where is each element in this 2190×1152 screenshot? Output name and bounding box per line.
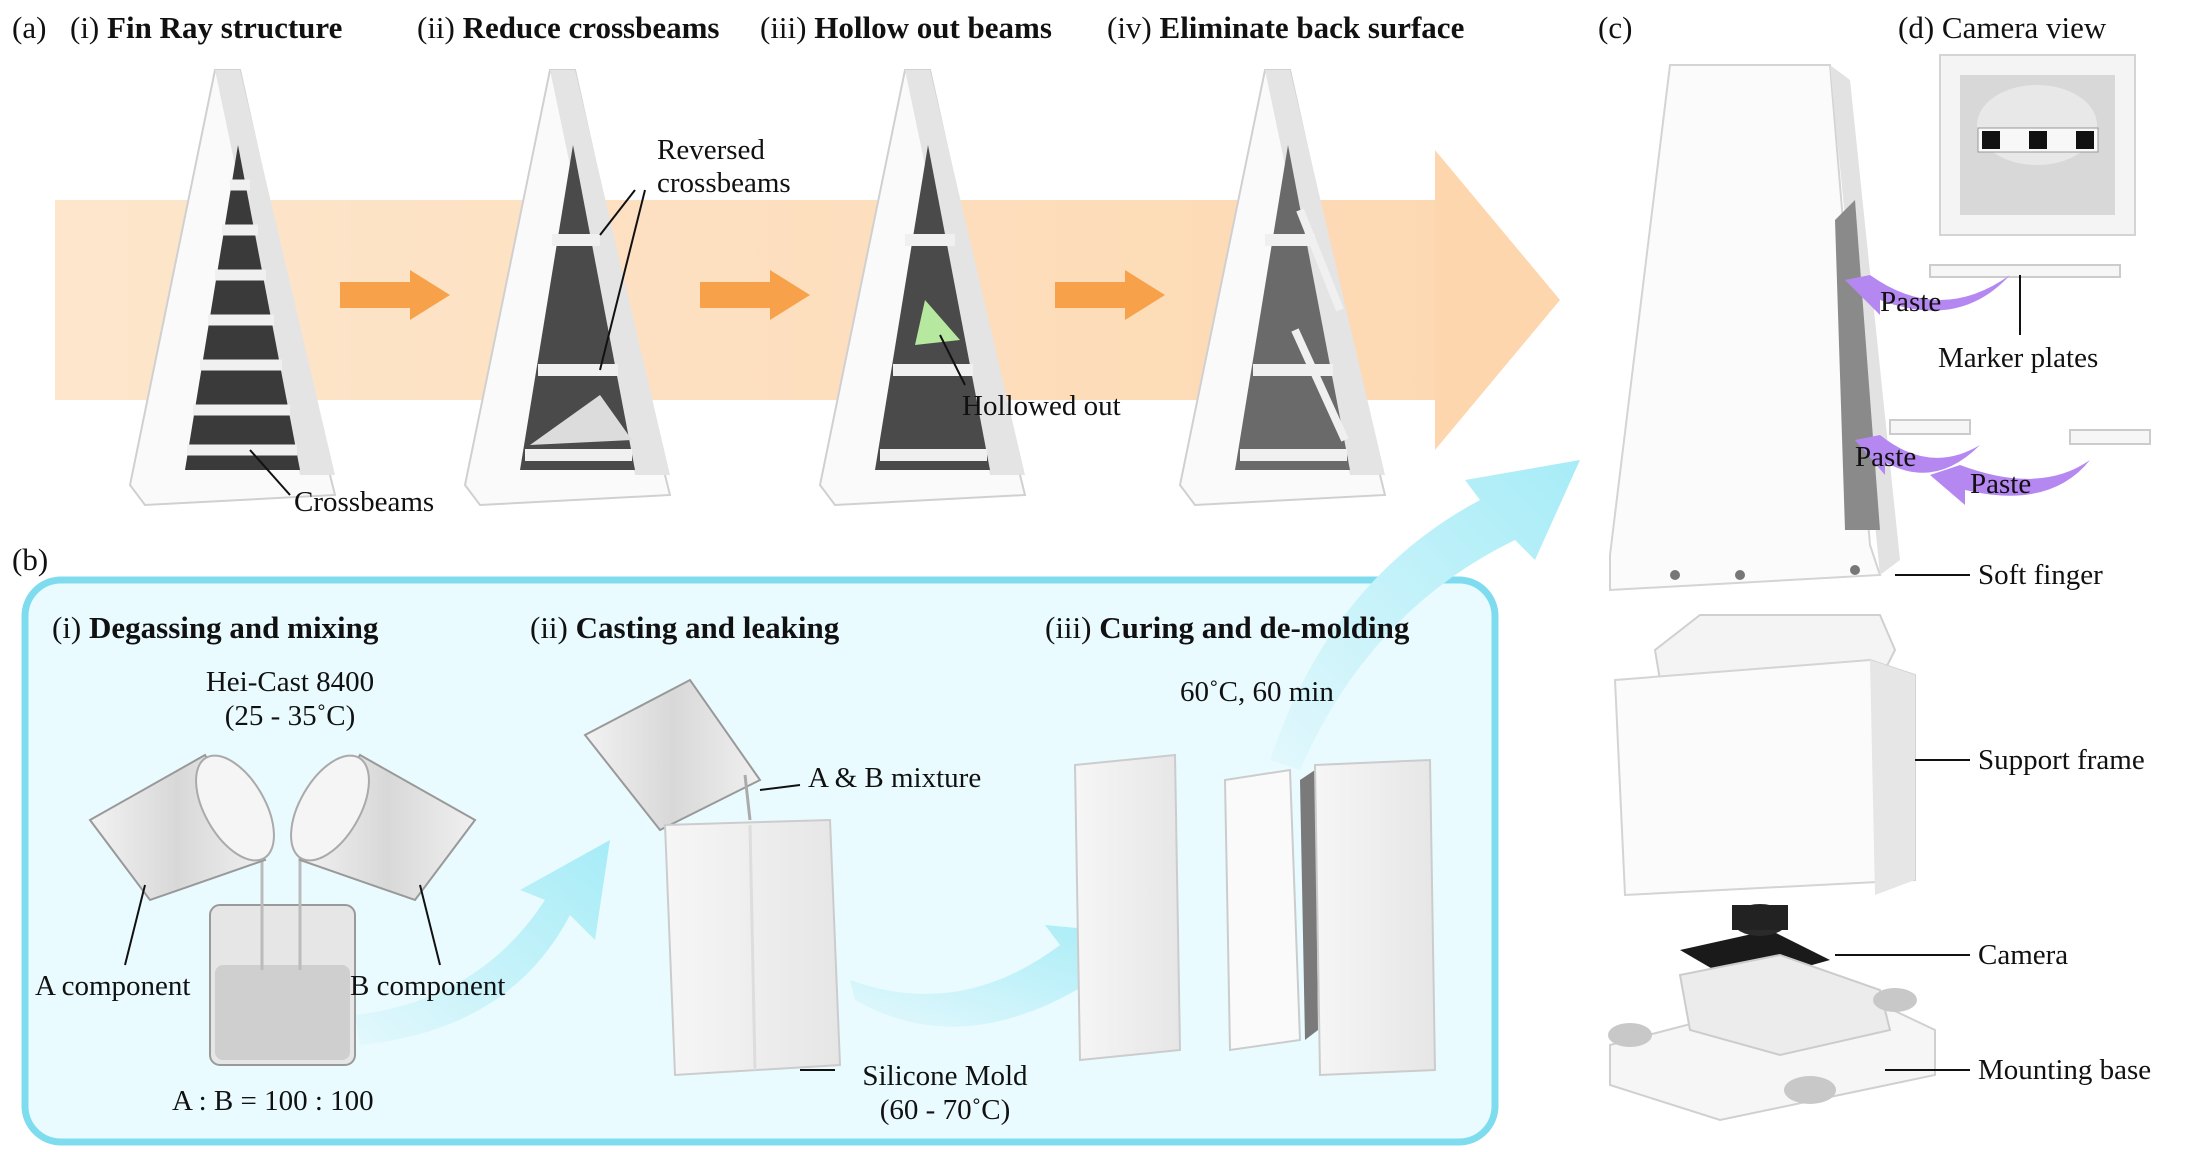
cyan-arrow [1270, 460, 1580, 770]
step-number: (iii) [1045, 610, 1092, 645]
step-title: Eliminate back surface [1159, 10, 1465, 45]
leader-lines-b2 [759, 784, 835, 1071]
cup-a [88, 753, 275, 902]
panel-b-tag: (b) [12, 542, 49, 577]
marker-plate [1889, 419, 1971, 435]
fin-ray-open-back [1178, 69, 1387, 507]
step-b2-heading: (ii) Casting and leaking [530, 612, 839, 643]
leader-lines-b1 [124, 884, 441, 966]
marker-plates-label: Marker plates [1938, 342, 2099, 374]
cup-b [290, 753, 477, 902]
pouring-cup [583, 678, 762, 832]
paste-label: Paste [1880, 286, 1942, 318]
reversed-crossbeams-label-1: Reversed [657, 134, 765, 166]
fin-ray-hollowed [818, 69, 1027, 507]
step-number: (iii) [760, 10, 807, 45]
support-frame [1613, 614, 1916, 897]
step-title: Curing and de-molding [1099, 610, 1410, 645]
hollowed-out-label: Hollowed out [962, 390, 1121, 422]
step-a3-heading: (iii) Hollow out beams [760, 12, 1052, 43]
step-a1-heading: (i) Fin Ray structure [70, 12, 342, 43]
reversed-crossbeams-label-2: crossbeams [657, 167, 791, 199]
fin-ray-reduced [463, 69, 672, 507]
step-title: Casting and leaking [575, 610, 840, 645]
leader-lines-c [1835, 275, 2021, 1071]
step-b1-heading: (i) Degassing and mixing [52, 612, 378, 643]
soft-finger-label: Soft finger [1978, 559, 2103, 591]
paste-label: Paste [1855, 441, 1917, 473]
support-frame-label: Support frame [1978, 744, 2145, 776]
mold-temperature: (60 - 70˚C) [879, 1094, 1011, 1126]
step-a4-heading: (iv) Eliminate back surface [1107, 12, 1464, 43]
material-name: Hei-Cast 8400 [205, 666, 375, 698]
step-b3-heading: (iii) Curing and de-molding [1045, 612, 1409, 643]
marker-plate [2069, 429, 2151, 445]
leader-lines-a [249, 189, 966, 496]
step-title: Hollow out beams [814, 10, 1052, 45]
curing-condition: 60˚C, 60 min [1180, 676, 1334, 708]
step-number: (ii) [417, 10, 455, 45]
fin-ray-full [128, 69, 337, 507]
crossbeams-label: Crossbeams [294, 486, 435, 518]
step-title: Fin Ray structure [107, 10, 343, 45]
camera-view-title: Camera view [1941, 10, 2107, 45]
silicone-mold [663, 818, 842, 1077]
step-arrow [1055, 270, 1165, 320]
opened-mold [1073, 753, 1437, 1077]
step-number: (ii) [530, 610, 568, 645]
b-component-label: B component [350, 970, 506, 1002]
step-arrow [340, 270, 450, 320]
mixing-beaker [209, 850, 356, 1066]
step-title: Reduce crossbeams [462, 10, 720, 45]
mix-ratio-label: A : B = 100 : 100 [172, 1085, 374, 1117]
panel-c-tag: (c) [1598, 10, 1633, 45]
mounting-base [1608, 953, 1936, 1122]
camera-label: Camera [1978, 939, 2069, 971]
step-title: Degassing and mixing [89, 610, 379, 645]
mounting-base-label: Mounting base [1978, 1054, 2152, 1086]
step-a2-heading: (ii) Reduce crossbeams [417, 12, 720, 43]
panel-a-tag: (a) [12, 10, 47, 45]
a-component-label: A component [35, 970, 191, 1002]
cyan-arrow [850, 925, 1150, 1027]
cyan-arrow [355, 840, 610, 1045]
material-temperature: (25 - 35˚C) [224, 700, 356, 732]
paste-label: Paste [1970, 468, 2032, 500]
mixture-label: A & B mixture [808, 762, 982, 794]
camera-view-image [1939, 54, 2136, 236]
step-number: (i) [52, 610, 82, 645]
mold-label: Silicone Mold [862, 1060, 1028, 1092]
marker-plate [1929, 264, 2121, 278]
step-number: (iv) [1107, 10, 1152, 45]
camera-view-heading: (d) Camera view [1898, 12, 2106, 43]
soft-finger [1609, 64, 1900, 592]
step-number: (i) [70, 10, 100, 45]
step-arrow [700, 270, 810, 320]
panel-d-tag: (d) [1898, 10, 1935, 45]
paste-arrows [1845, 275, 2090, 505]
